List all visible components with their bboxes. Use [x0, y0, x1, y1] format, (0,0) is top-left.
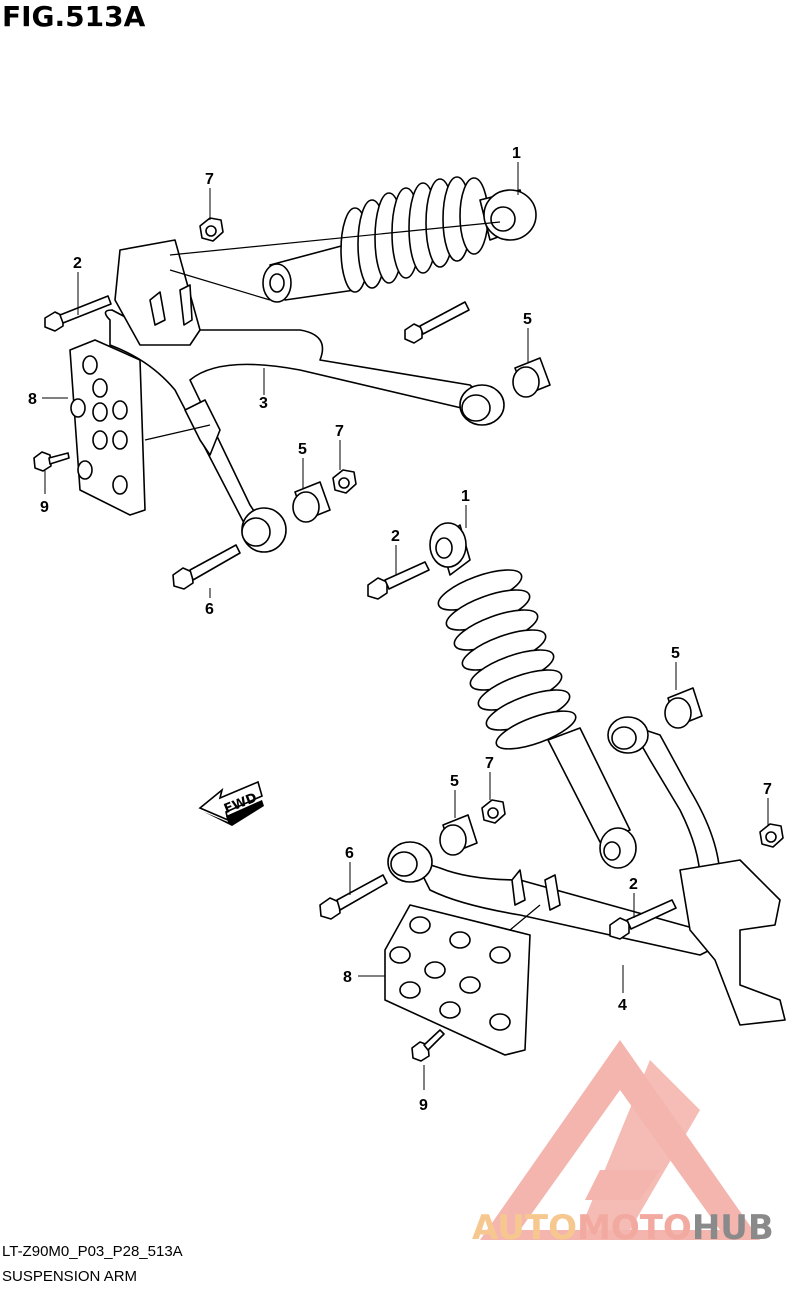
bush-5-bottom-b [439, 814, 478, 856]
arm-bushing-left-bottom [387, 841, 433, 883]
step-plate-bottom [384, 904, 531, 1056]
figure-title: FIG.513A [2, 0, 146, 33]
bolt-2-top [44, 295, 112, 332]
callout-9-bottom: 9 [419, 1097, 428, 1114]
bolt-6-top [172, 544, 241, 590]
watermark-logo-icon [480, 1040, 760, 1240]
callout-1-bottom: 1 [461, 488, 470, 505]
bush-5-top-a [512, 357, 551, 398]
shock-absorber-bottom [429, 522, 637, 869]
suspension-arm-bottom [414, 724, 786, 1026]
callout-2-bottom-a: 2 [391, 528, 400, 545]
screw-9-top [33, 451, 70, 472]
bush-5-top-b [292, 481, 331, 523]
callout-6-bottom: 6 [345, 845, 354, 862]
callout-7-top-b: 7 [335, 423, 344, 440]
bush-5-bottom-a [664, 687, 703, 729]
suspension-arm-top [104, 239, 486, 526]
callouts-top: 1 7 2 5 3 8 5 7 9 6 [28, 145, 532, 618]
callout-3-top: 3 [259, 395, 268, 412]
logo-word-auto: AUTO [472, 1208, 577, 1248]
leader-lines [42, 162, 769, 1090]
callout-4-bottom: 4 [618, 997, 627, 1014]
bolt-2-bottom-b [609, 899, 677, 940]
arm-bushing-right-top [459, 384, 505, 426]
callout-7-bottom-b: 7 [763, 781, 772, 798]
nut-7-top-b [332, 469, 357, 494]
logo-word-hub: HUB [691, 1208, 774, 1248]
callout-5-top-b: 5 [298, 441, 307, 458]
callout-8-top: 8 [28, 391, 37, 408]
watermark-logo-text: AUTOMOTOHUB [472, 1208, 774, 1248]
callout-8-bottom: 8 [343, 969, 352, 986]
fwd-arrow-icon: FWD [198, 780, 264, 826]
callout-6-top: 6 [205, 601, 214, 618]
nut-7-bottom-b [759, 823, 784, 848]
shock-absorber-top [169, 176, 537, 303]
callout-7-top-a: 7 [205, 171, 214, 188]
callout-9-top: 9 [40, 499, 49, 516]
callout-1-top: 1 [512, 145, 521, 162]
bolt-shock-top [404, 301, 470, 344]
callout-5-bottom-b: 5 [450, 773, 459, 790]
figure-caption: SUSPENSION ARM [2, 1268, 138, 1285]
bolt-2-bottom-a [367, 561, 430, 600]
callout-5-bottom-a: 5 [671, 645, 680, 662]
callout-2-top: 2 [73, 255, 82, 272]
logo-word-moto: MOTO [576, 1208, 692, 1248]
bolt-6-bottom [319, 874, 388, 920]
callout-5-top-a: 5 [523, 311, 532, 328]
figure-code: LT-Z90M0_P03_P28_513A [2, 1243, 183, 1260]
nut-7-bottom-a [481, 799, 506, 824]
step-plate-top [69, 339, 146, 516]
arm-bushing-lower-top [241, 507, 287, 553]
callout-2-bottom-b: 2 [629, 876, 638, 893]
nut-7-top [199, 217, 224, 242]
callouts-bottom: 1 2 5 7 5 7 6 2 8 4 9 [343, 488, 772, 1114]
arm-bushing-upper-bottom [607, 716, 649, 754]
screw-9-bottom [411, 1029, 445, 1062]
callout-7-bottom-a: 7 [485, 755, 494, 772]
